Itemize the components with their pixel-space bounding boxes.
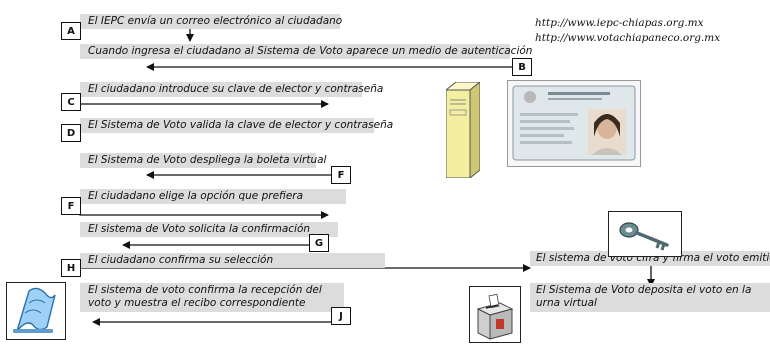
key-icon xyxy=(608,211,682,257)
step-f2-label: F xyxy=(61,197,81,215)
step-h-label: H xyxy=(61,259,81,277)
sign-text: El sistema de voto cifra y firma el voto… xyxy=(530,251,770,266)
step-d-label: D xyxy=(61,124,81,142)
step-j-label: J xyxy=(331,307,351,325)
arrow-f2 xyxy=(79,205,329,219)
step-f1-text: El Sistema de Voto despliega la boleta v… xyxy=(80,153,326,168)
arrow-b xyxy=(146,60,518,71)
url-vota[interactable]: http://www.votachiapaneco.org.mx xyxy=(535,32,721,44)
url-list: http://www.iepc-chiapas.org.mx http://ww… xyxy=(535,16,720,46)
step-g-label: G xyxy=(309,234,329,252)
step-c-text: El ciudadano introduce su clave de elect… xyxy=(80,82,383,97)
step-b-text: Cuando ingresa el ciudadano al Sistema d… xyxy=(80,44,532,59)
step-a-label: A xyxy=(61,22,81,40)
step-f2-text: El ciudadano elige la opción que prefier… xyxy=(80,189,346,204)
url-iepc[interactable]: http://www.iepc-chiapas.org.mx xyxy=(535,17,704,29)
receipt-icon xyxy=(6,282,66,340)
step-g-text: El sistema de Voto solicita la confirmac… xyxy=(80,222,338,237)
server-tower-icon xyxy=(444,80,482,180)
step-h-text: El ciudadano confirma su selección xyxy=(80,253,385,268)
step-j-text: El sistema de voto confirma la recepción… xyxy=(80,283,344,312)
step-a-text: El IEPC envía un correo electrónico al c… xyxy=(80,14,342,29)
step-f1-label: F xyxy=(331,166,351,184)
step-c-label: C xyxy=(61,93,81,111)
step-d-text: El Sistema de Voto valida la clave de el… xyxy=(80,118,393,133)
ballot-box-icon xyxy=(469,286,521,343)
step-b-label: B xyxy=(512,58,532,76)
voter-id-card-icon xyxy=(507,80,641,167)
deposit-text: El Sistema de Voto deposita el voto en l… xyxy=(530,283,770,312)
